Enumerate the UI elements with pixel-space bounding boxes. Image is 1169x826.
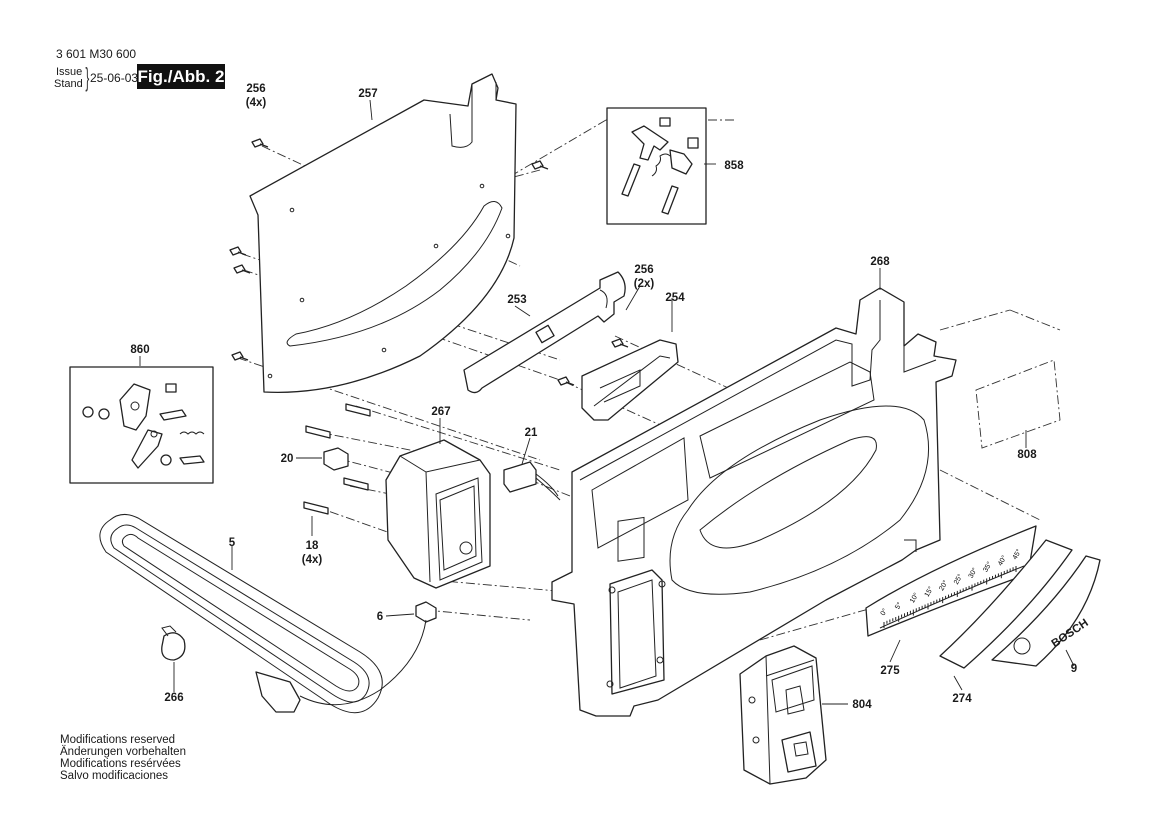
switch-804: [739, 645, 827, 785]
label-21: 21: [525, 427, 538, 439]
label-256-mid: 256: [634, 264, 653, 276]
label-253: 253: [507, 294, 526, 306]
label-254: 254: [665, 292, 685, 304]
part-labels: 256 (4x) 257 858 256 (2x) 253 254 268 86…: [130, 83, 1077, 711]
issue-date: 25-06-03: [90, 71, 139, 85]
label-275: 275: [880, 665, 900, 677]
cable-5: [99, 514, 383, 714]
detail-box-858: [606, 107, 707, 225]
label-268: 268: [870, 256, 890, 268]
note-en: Modifications reserved: [60, 734, 176, 746]
scale-mark-label: 5°: [893, 601, 903, 611]
label-808: [975, 359, 1061, 449]
note-de: Änderungen vorbehalten: [60, 746, 186, 758]
label-808: 808: [1017, 449, 1037, 461]
detail-box-860: [69, 366, 214, 484]
label-256-top: 256: [246, 83, 265, 95]
label-20: 20: [281, 453, 294, 465]
bracket-254: [557, 338, 679, 421]
scale-275: 0°5°10°15°20°25°30°35°40°45°: [865, 525, 1037, 637]
label-9: 9: [1071, 663, 1077, 675]
blade-guard-257: [249, 73, 517, 394]
strip-274: [939, 539, 1073, 669]
label-18: 18: [306, 540, 319, 552]
note-es: Salvo modificaciones: [60, 770, 169, 782]
label-267: 267: [431, 406, 450, 418]
label-256-top-qty: (4x): [246, 97, 267, 109]
fasteners: [299, 403, 437, 706]
scale-ticks: [883, 566, 1017, 628]
screws-256: [229, 138, 549, 361]
label-5: 5: [229, 537, 236, 549]
label-257: 257: [358, 88, 377, 100]
label-266: 266: [164, 692, 183, 704]
label-6: 6: [377, 611, 383, 623]
leader-lines: [139, 99, 1075, 705]
switch-21: [503, 461, 561, 501]
wrench-253: [463, 271, 626, 394]
document-number: 3 601 M30 600: [56, 47, 137, 61]
clip-266: [161, 625, 186, 661]
label-274: 274: [952, 693, 972, 705]
note-fr: Modifications resérvées: [60, 758, 181, 770]
housing-268: [551, 287, 957, 717]
switch-box-267: [385, 439, 491, 589]
label-256-mid-qty: (2x): [634, 278, 655, 290]
label-858: 858: [724, 160, 744, 172]
label-18-qty: (4x): [302, 554, 323, 566]
scale-mark-label: 0°: [879, 607, 889, 617]
brace-glyph: }: [85, 62, 90, 92]
figure-label: Fig./Abb. 2: [137, 64, 225, 89]
stand-label: Stand: [54, 78, 83, 90]
issue-label: Issue: [56, 66, 83, 78]
label-804: 804: [852, 699, 872, 711]
label-860: 860: [130, 344, 149, 356]
